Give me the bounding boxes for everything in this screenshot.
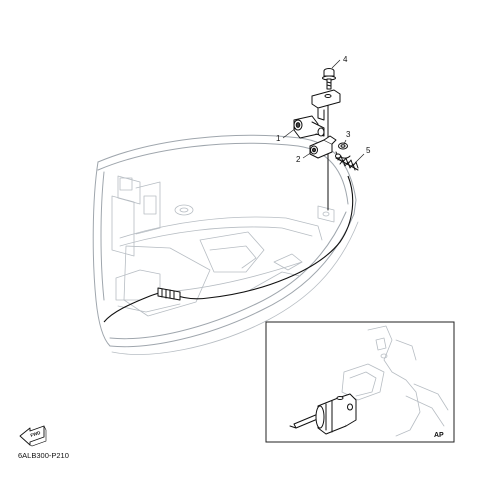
inset-panel: AP [265, 321, 455, 443]
callout-4: 4 [343, 55, 348, 64]
bottom-cowling-outline [92, 134, 359, 355]
callout-2: 2 [296, 155, 301, 164]
callout-1: 1 [276, 134, 281, 143]
callout-3: 3 [346, 130, 351, 139]
part-4-bolt [322, 68, 336, 90]
part-2-joint [309, 135, 337, 159]
part-6-shaft-assembly [289, 393, 357, 435]
fwd-arrow-icon: FWD [19, 425, 47, 447]
main-cable [103, 99, 354, 323]
bracket-plate [311, 89, 341, 121]
fwd-label: FWD [30, 430, 42, 438]
inset-label: AP [434, 432, 444, 439]
cable-end-fitting [157, 287, 181, 301]
part-5-spring [335, 155, 359, 171]
part-3-clip [335, 142, 351, 159]
part-1-connector [293, 115, 325, 139]
diagram-code: 6ALB300-P210 [18, 451, 69, 460]
inset-housing-outline [341, 325, 449, 437]
callout-5: 5 [366, 146, 371, 155]
